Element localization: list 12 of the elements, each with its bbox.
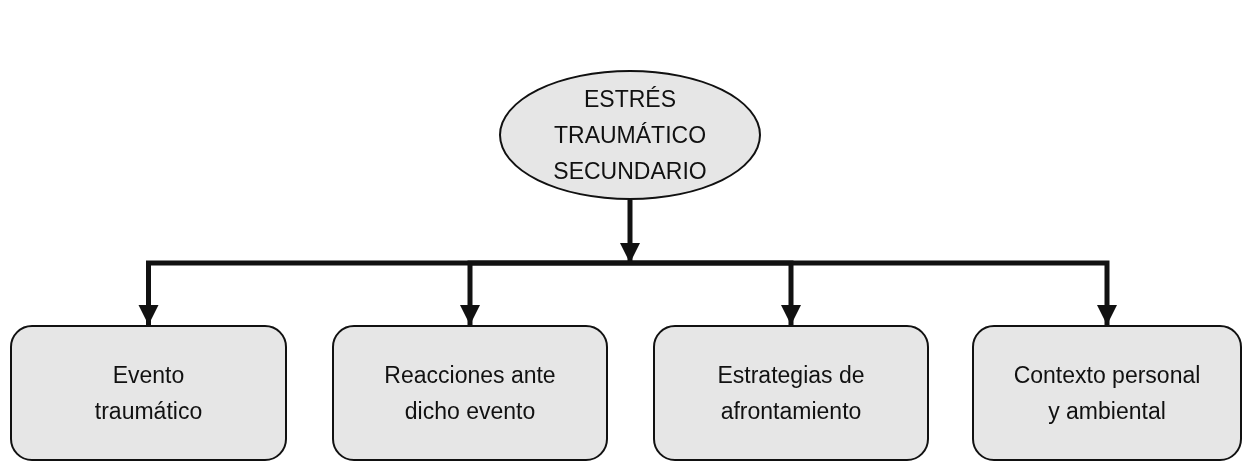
node-label: Reacciones ante dicho evento [383,361,557,426]
node-label: Estrategias de afrontamiento [716,361,866,426]
arrow [630,260,1117,325]
arrow [620,200,640,263]
node-label: ESTRÉS TRAUMÁTICO SECUNDARIO [552,85,708,186]
category-box [972,325,1242,461]
category-box [10,325,287,461]
category-box [332,325,608,461]
node-label: Evento traumático [93,361,204,426]
arrow [460,260,630,325]
category-box [653,325,929,461]
node-label: Contexto personal y ambiental [1012,361,1202,426]
